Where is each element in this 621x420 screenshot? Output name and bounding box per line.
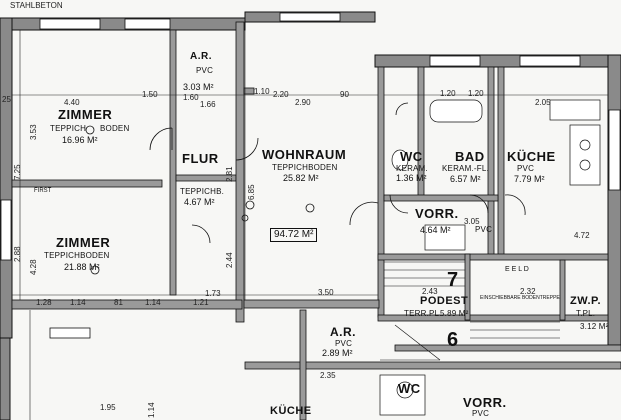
header-label: STAHLBETON: [10, 1, 63, 10]
room-podest-floor: TERR.PL.: [404, 309, 442, 318]
wall-right: [607, 54, 621, 346]
dim-left-4: 4.28: [29, 259, 38, 275]
dim-mid-9: 2.32: [520, 287, 536, 296]
dim-top-4: 2.20: [273, 90, 289, 99]
stairs: [380, 261, 560, 361]
room-ar-1-area: 3.03 M²: [183, 82, 214, 92]
dim-left-5: 6.85: [247, 184, 256, 200]
symbols: [85, 125, 315, 275]
room-zimmer-1-floor: TEPPICH: [50, 124, 87, 133]
dim-mid-10: 1.73: [205, 289, 221, 298]
room-zwp-area: 3.12 M²: [580, 322, 609, 331]
dimension-lines: [12, 30, 608, 420]
dim-mid-3: 81: [114, 298, 123, 307]
room-wc-area: 1.36 M²: [396, 173, 427, 183]
dim-mid-7: 3.05: [464, 217, 480, 226]
fixtures: [379, 99, 601, 416]
dim-left-3: 3.53: [29, 124, 38, 140]
dim-top-10: 1.66: [200, 100, 216, 109]
room-ar-2-area: 2.89 M²: [322, 348, 353, 358]
wall-top-right: [374, 54, 621, 68]
interior-walls: [11, 21, 621, 420]
room-flur-name: FLUR: [182, 151, 219, 166]
dim-top-5: 2.90: [295, 98, 311, 107]
wall-left: [0, 17, 13, 339]
dim-top-11: 90: [340, 90, 349, 99]
dim-mid-8: 2.43: [422, 287, 438, 296]
total-area: 94.72 M²: [270, 228, 318, 242]
dim-left-6: 2.81: [225, 166, 234, 182]
room-wohnraum-name: WOHNRAUM: [262, 147, 347, 162]
room-vorr-1-floor: PVC: [475, 225, 493, 234]
dim-mid-4: 1.14: [145, 298, 161, 307]
room-zimmer-1-area: 16.96 M²: [62, 135, 98, 145]
dim-top-1: 4.40: [64, 98, 80, 107]
room-podest-area: 5.89 M²: [440, 309, 469, 318]
room-ar-2-name: A.R.: [330, 325, 356, 339]
room-ar-2-floor: PVC: [335, 339, 353, 348]
room-vorr-1-name: VORR.: [415, 206, 459, 221]
room-flur-floor: TEPPICHB.: [180, 187, 225, 196]
room-wc-2-name: WC: [398, 381, 421, 396]
dim-mid-6: 3.50: [318, 288, 334, 297]
walls: [0, 11, 621, 420]
dim-top-6: 1.20: [440, 89, 456, 98]
dim-top-2: 1.50: [142, 90, 158, 99]
room-zimmer-2-name: ZIMMER: [56, 235, 111, 250]
room-ar-1-floor: PVC: [196, 66, 214, 75]
dim-top-8: 2.05: [535, 98, 551, 107]
room-zwp-name: ZW.P.: [570, 295, 602, 307]
dim-left-1: 7.25: [13, 164, 22, 180]
stair-note: EINSCHIEBBARE BODENTREPPE: [480, 295, 560, 301]
dim-top-7: 1.20: [468, 89, 484, 98]
room-wc-name: WC: [400, 149, 423, 164]
room-wohnraum-floor: TEPPICHBODEN: [272, 163, 338, 172]
room-zimmer-2-floor: TEPPICHBODEN: [44, 251, 110, 260]
room-kueche-floor: PVC: [517, 164, 535, 173]
room-zimmer-2-area: 21.88 M²: [64, 262, 100, 272]
room-vorr-2-floor: PVC: [472, 409, 490, 418]
eeld-label: E E L D: [505, 266, 529, 273]
room-flur-area: 4.67 M²: [184, 197, 215, 207]
room-wohnraum-area: 25.82 M²: [283, 173, 319, 183]
dim-top-9: 1.60: [183, 93, 199, 102]
room-kueche-area: 7.79 M²: [514, 174, 545, 184]
unit-number-7: 7: [447, 269, 459, 291]
room-bad-name: BAD: [455, 149, 485, 164]
unit-number-6: 6: [447, 329, 459, 351]
first-label: FIRST: [34, 188, 52, 194]
room-bad-area: 6.57 M²: [450, 174, 481, 184]
dim-left-2: 2.88: [13, 246, 22, 262]
dim-bottom-3: 4.72: [574, 231, 590, 240]
room-zimmer-1-name: ZIMMER: [58, 107, 113, 122]
dim-left-8: 25: [2, 95, 11, 104]
dim-mid-2: 1.14: [70, 298, 86, 307]
wall-left-lower: [0, 337, 11, 420]
dim-bottom-1: 1.95: [100, 403, 116, 412]
dim-left-7: 2.44: [225, 252, 234, 268]
dim-mid-1: 1.28: [36, 298, 52, 307]
room-zimmer-1-floor2: BODEN: [100, 124, 130, 133]
room-bad-floor: KERAM.-FL.: [442, 164, 489, 173]
dim-bottom-2: 1.14: [147, 402, 156, 418]
windows: [0, 12, 621, 339]
room-zwp-floor: T.PL.: [576, 309, 596, 318]
room-podest-name: PODEST: [420, 295, 469, 307]
room-wc-floor: KERAM.: [396, 164, 428, 173]
dim-bottom-4: 2.35: [320, 371, 336, 380]
room-ar-1-name: A.R.: [190, 51, 212, 62]
dim-mid-5: 1.21: [193, 298, 209, 307]
door-swings: [149, 102, 526, 244]
room-kueche-name: KÜCHE: [507, 149, 556, 164]
wall-top-left: [0, 17, 246, 31]
room-vorr-1-area: 4.64 M²: [420, 225, 451, 235]
dim-top-3: 1.10: [254, 87, 270, 96]
room-kueche-2-name: KÜCHE: [270, 405, 312, 417]
room-vorr-2-name: VORR.: [463, 395, 507, 410]
